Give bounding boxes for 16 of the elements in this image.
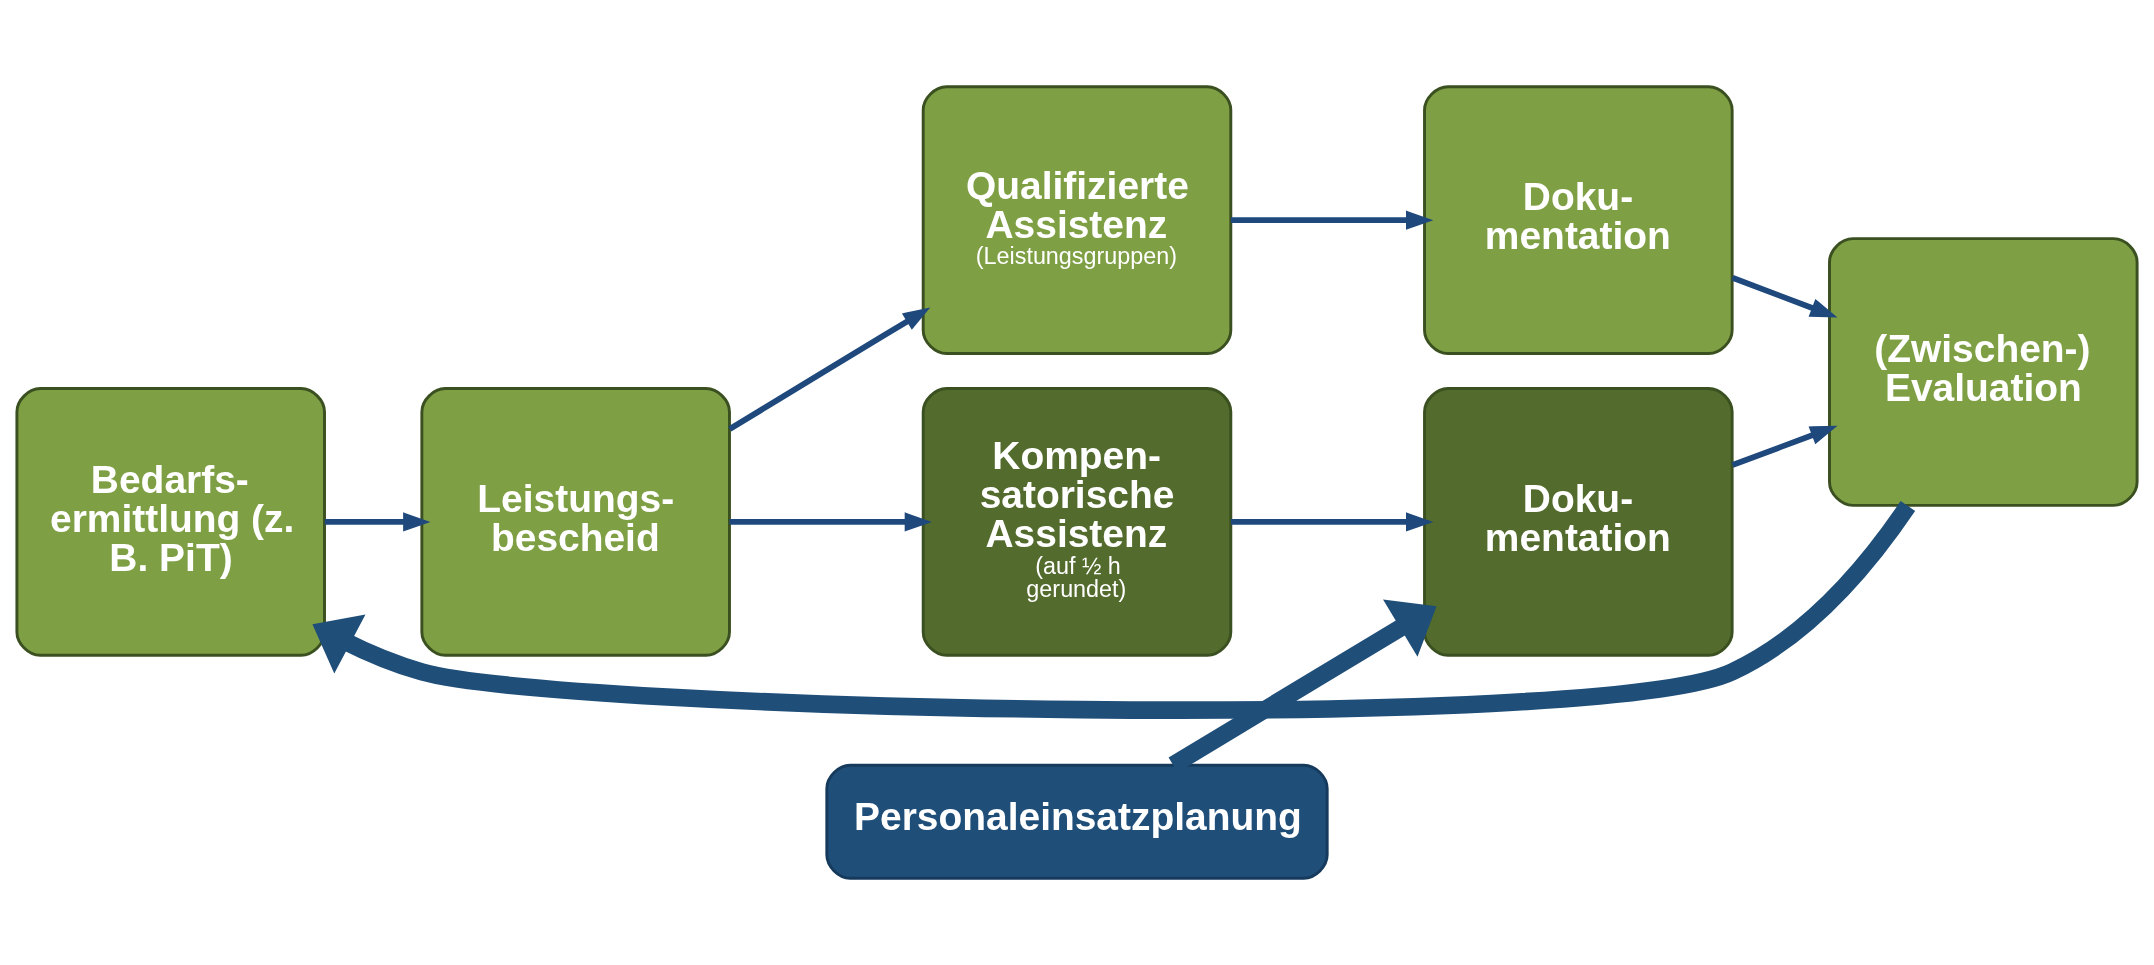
- node-box: Doku- mentation: [1423, 387, 1734, 657]
- node-box: Personaleinsatzplanung: [825, 763, 1329, 880]
- node-box: Doku- mentation: [1423, 85, 1734, 355]
- arrow: [1731, 425, 1838, 468]
- arrow: [1230, 512, 1434, 532]
- arrow: [729, 512, 932, 532]
- node-box: Kompen- satorische Assistenz (auf ½ h gerundet): [921, 387, 1233, 657]
- arrow: [1230, 210, 1434, 230]
- node-box: Bedarfs- ermittlung (z. B. PiT): [15, 387, 326, 657]
- arrow: [324, 512, 431, 532]
- node-box: (Zwischen-) Evaluation: [1828, 237, 2139, 507]
- arrow: [312, 501, 1916, 719]
- node-box: Leistungs- bescheid: [420, 387, 731, 657]
- arrow: [728, 307, 931, 432]
- arrow: [1731, 275, 1838, 318]
- node-box: Qualifizierte Assistenz (Leistungsgruppen): [921, 85, 1233, 355]
